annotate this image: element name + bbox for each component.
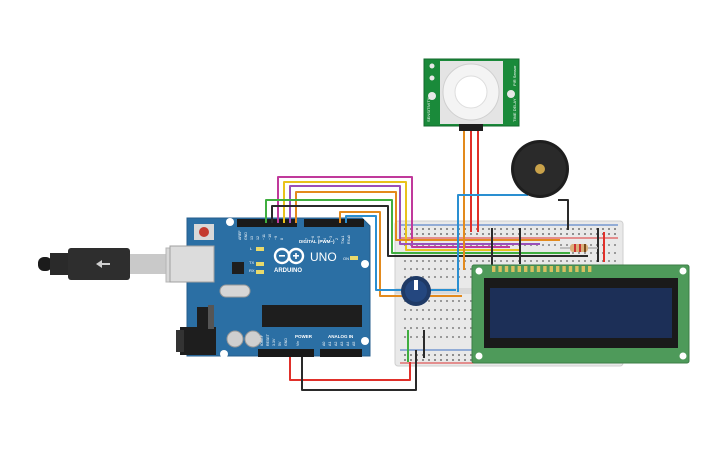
resistor xyxy=(560,244,598,252)
potentiometer xyxy=(401,276,431,306)
pin-label-gnd: GND xyxy=(244,232,248,240)
arduino-model: UNO xyxy=(310,250,337,264)
analog-label: ANALOG IN xyxy=(328,334,353,339)
rx-label: RX xyxy=(249,268,255,273)
pin-label-reset: RESET xyxy=(266,333,270,346)
wire-magenta xyxy=(277,176,510,248)
pin-label-5: ~5 xyxy=(317,236,321,240)
pin-label-8: 8 xyxy=(280,238,284,240)
wire-yellow xyxy=(283,181,520,251)
pin-label-4: 4 xyxy=(323,238,327,240)
wire-purple xyxy=(289,185,540,245)
mount-hole xyxy=(361,337,369,345)
wires xyxy=(265,130,605,391)
wire-5v xyxy=(289,357,411,381)
pin-label-3: ~3 xyxy=(329,236,333,240)
l-label: L xyxy=(250,246,253,251)
pin-label-a0: A0 xyxy=(322,342,326,346)
pin-label-3v3: 3.3V xyxy=(272,338,276,346)
pir-sensitivity-label: SENSITIVITY xyxy=(426,97,431,122)
usb-icon xyxy=(96,260,110,268)
pin-label-gnd-power: GND xyxy=(284,338,288,346)
lcd-header-pins xyxy=(492,266,592,272)
buzzer-wire-blue xyxy=(457,194,528,292)
mount-hole xyxy=(220,350,228,358)
pin-label-a2: A2 xyxy=(334,342,338,346)
digital-header-2 xyxy=(304,219,364,227)
pin-label-a4: A4 xyxy=(346,342,350,346)
pir-time-delay-label: TIME DELAY xyxy=(512,98,517,122)
potentiometer-knob-indicator xyxy=(414,280,418,290)
buzzer-wire-black xyxy=(558,199,569,230)
mount-hole xyxy=(226,218,234,226)
mount-hole xyxy=(361,260,369,268)
pin-label-ioref: IOREF xyxy=(260,334,264,346)
analog-header xyxy=(320,349,362,357)
pin-label-9: ~9 xyxy=(274,236,278,240)
pin-label-vin: Vin xyxy=(296,341,300,346)
wire-green xyxy=(265,199,570,254)
pin-label-7: 7 xyxy=(305,238,309,240)
pin-label-5v: 5V xyxy=(278,341,282,346)
wire-gnd xyxy=(301,350,417,391)
pin-label-aref: AREF xyxy=(238,230,242,240)
power-label: POWER xyxy=(295,334,313,339)
on-label: ON xyxy=(343,256,349,261)
pin-label-tx: TX▸1 xyxy=(341,236,345,244)
power-jack xyxy=(180,327,216,355)
lcd-16x2 xyxy=(471,264,690,364)
wire-black-data xyxy=(271,205,588,257)
digital-label: DIGITAL (PWM~) xyxy=(299,239,335,244)
usb-socket xyxy=(169,245,215,283)
atmega-chip xyxy=(262,305,362,327)
lcd-screen xyxy=(490,288,672,338)
wire-orange xyxy=(295,191,560,241)
pin-label-rx: RX◂0 xyxy=(347,235,351,244)
arduino-uno-board: ARDUINO UNO DIGITAL (PWM~) POWER ANALOG … xyxy=(169,217,371,358)
piezo-buzzer xyxy=(511,140,569,198)
pin-label-a5: A5 xyxy=(352,342,356,346)
pir-title-label: PIR Sensor xyxy=(512,65,517,86)
pin-label-6: ~6 xyxy=(311,236,315,240)
arduino-brand: ARDUINO xyxy=(274,268,302,274)
power-header xyxy=(258,349,314,357)
arduino-logo xyxy=(273,247,305,265)
pin-label-a1: A1 xyxy=(328,342,332,346)
pin-label-11: ~11 xyxy=(262,234,266,240)
pin-label-12: 12 xyxy=(256,236,260,240)
pin-label-10: ~10 xyxy=(268,234,272,240)
pir-sensor: SENSITIVITY TIME DELAY PIR Sensor xyxy=(423,58,520,131)
pin-label-a3: A3 xyxy=(340,342,344,346)
pin-label-13: 13 xyxy=(250,236,254,240)
tx-label: TX xyxy=(249,260,254,265)
pin-label-2: 2 xyxy=(335,238,339,240)
